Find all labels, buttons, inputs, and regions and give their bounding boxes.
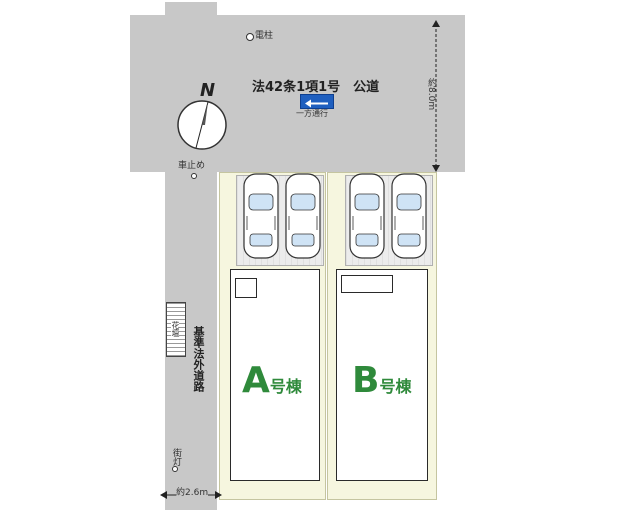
car-icon	[349, 173, 385, 259]
car-icon	[391, 173, 427, 259]
compass-icon	[177, 100, 227, 150]
main-road-title: 法42条1項1号 公道	[252, 80, 380, 95]
side-road-label: 基準法外道路	[192, 326, 205, 392]
house-b	[336, 269, 428, 481]
dimension-arrow-icon	[432, 20, 440, 172]
lot-a-letter: A	[242, 360, 270, 401]
compass: N	[175, 80, 229, 154]
flowerbed: 花壇	[166, 302, 186, 357]
car-stop-label: 車止め	[178, 161, 206, 171]
lot-b-label: B号棟	[352, 360, 411, 401]
lot-b-suffix: 号棟	[379, 377, 412, 396]
car-stop-marker	[191, 173, 197, 179]
utility-pole-icon	[246, 33, 254, 41]
side-road-top-cover	[165, 0, 217, 2]
house-b-room	[341, 275, 393, 293]
lot-b-letter: B	[352, 360, 380, 401]
lot-a-label: A号棟	[242, 360, 302, 401]
compass-letter: N	[200, 80, 216, 101]
side-road-width-label: 約2.6m	[176, 488, 209, 498]
house-a-room	[235, 278, 257, 298]
oneway-arrow-icon	[300, 94, 334, 109]
side-road	[165, 2, 217, 510]
utility-pole-label: 電柱	[255, 31, 274, 41]
lot-a-suffix: 号棟	[269, 377, 302, 396]
streetlight-marker	[172, 466, 178, 472]
streetlight-label: 街灯	[171, 448, 181, 466]
car-icon	[243, 173, 279, 259]
house-a	[230, 269, 320, 481]
main-road-width-label: 約8.0m	[426, 78, 436, 111]
oneway-label: 一方通行	[296, 109, 328, 118]
car-icon	[285, 173, 321, 259]
flowerbed-label: 花壇	[171, 321, 180, 337]
